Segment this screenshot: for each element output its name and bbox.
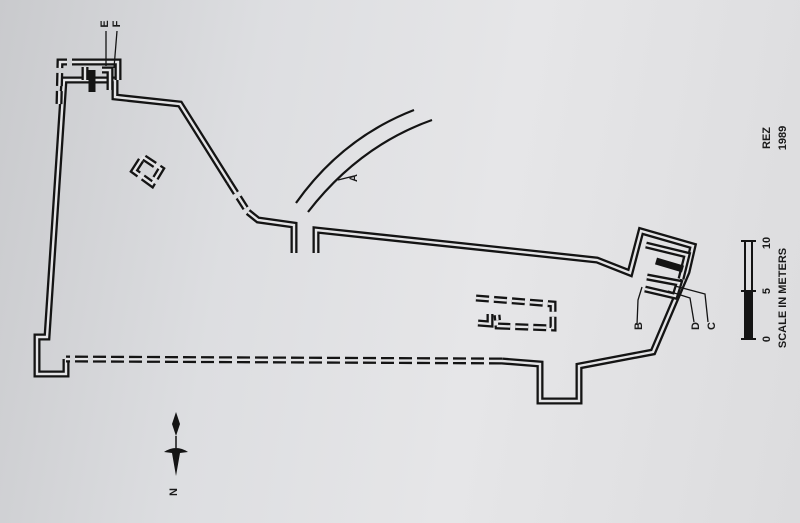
label-a: A: [348, 174, 360, 182]
enclosure-wall: [33, 76, 698, 405]
northwest-tower: [55, 30, 122, 105]
north-arrow-icon: N: [164, 412, 188, 496]
label-e: E: [99, 20, 111, 27]
label-b: B: [633, 322, 645, 330]
scale-tick-0: 0: [761, 336, 773, 342]
southeast-tower: [636, 241, 709, 326]
label-d: D: [690, 322, 702, 330]
credit-year: 1989: [777, 126, 789, 150]
scale-tick-10: 10: [761, 237, 773, 249]
north-label: N: [168, 488, 180, 496]
scale-title: SCALE IN METERS: [777, 248, 789, 348]
label-c: C: [706, 322, 718, 330]
inner-building: [475, 294, 557, 332]
label-f: F: [111, 20, 123, 27]
credit-initials: REZ: [761, 127, 773, 149]
scale-bar: 0 5 10 SCALE IN METERS: [741, 237, 789, 348]
square-structure: [129, 152, 166, 190]
scale-tick-5: 5: [761, 288, 773, 294]
curved-feature-a: [295, 108, 433, 213]
